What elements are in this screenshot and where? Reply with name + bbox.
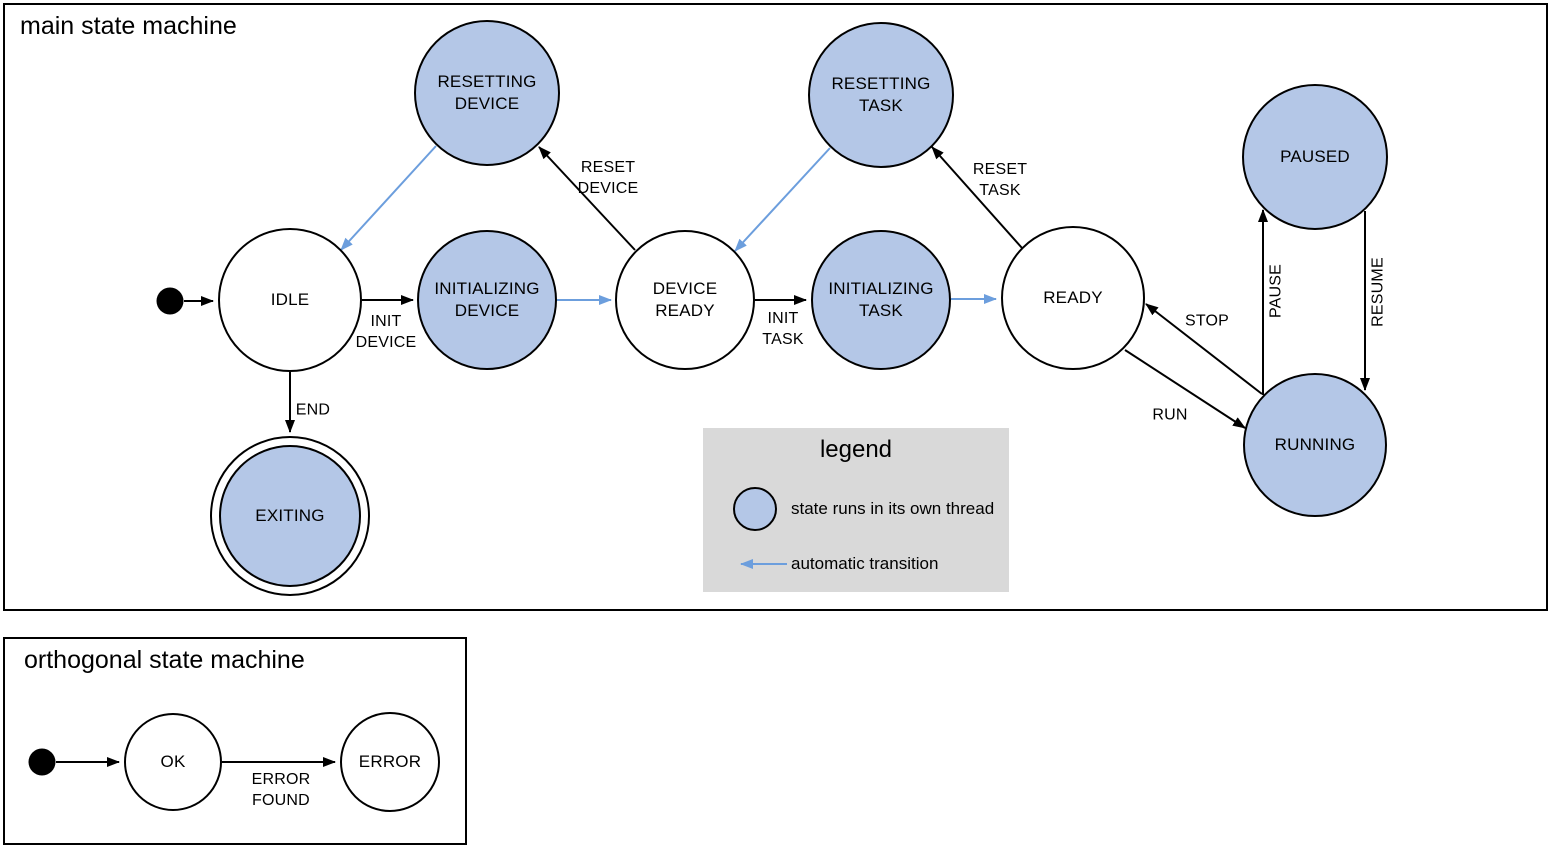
state-error: ERROR (340, 712, 440, 812)
auto-transition-arrow-icon (740, 559, 787, 569)
orthogonal-machine-title: orthogonal state machine (24, 646, 305, 674)
legend-box: legend state runs in its own thread auto… (703, 428, 1009, 592)
legend-title: legend (819, 436, 893, 463)
state-exiting-label: EXITING (255, 505, 325, 525)
label-end: END (295, 401, 331, 419)
label-resume: RESUME (1369, 257, 1387, 327)
state-device-ready-label: DEVICE READY (652, 278, 718, 320)
label-init-task: INIT TASK (762, 310, 804, 348)
state-error-label: ERROR (358, 751, 422, 771)
legend-threaded-state-label: state runs in its own thread (791, 499, 995, 518)
state-paused-label: PAUSED (1280, 146, 1350, 166)
orthogonal-state-machine-panel (3, 637, 467, 845)
label-reset-task: RESET TASK (972, 161, 1028, 199)
state-resetting-device-label: RESETTING DEVICE (437, 71, 537, 113)
state-paused: PAUSED (1242, 84, 1388, 230)
state-initializing-device: INITIALIZING DEVICE (417, 230, 557, 370)
state-idle: IDLE (218, 228, 362, 372)
label-stop: STOP (1184, 312, 1230, 330)
state-exiting-outer-ring: EXITING (210, 436, 370, 596)
main-machine-title: main state machine (20, 12, 237, 40)
state-resetting-task-label: RESETTING TASK (831, 73, 931, 115)
legend-auto-transition-label: automatic transition (791, 554, 939, 573)
state-running: RUNNING (1243, 373, 1387, 517)
state-initializing-task-label: INITIALIZING TASK (828, 278, 934, 320)
state-ok-label: OK (160, 751, 186, 771)
state-initializing-task: INITIALIZING TASK (811, 230, 951, 370)
state-resetting-device: RESETTING DEVICE (414, 20, 560, 166)
label-reset-device: RESET DEVICE (577, 159, 639, 197)
state-initializing-device-label: INITIALIZING DEVICE (434, 278, 540, 320)
state-ready-label: READY (1043, 287, 1103, 307)
label-pause: PAUSE (1267, 263, 1285, 319)
threaded-state-icon (733, 487, 777, 531)
main-state-machine-panel (3, 3, 1548, 611)
label-init-device: INIT DEVICE (355, 313, 417, 351)
state-idle-label: IDLE (270, 289, 310, 309)
label-error-found: ERROR FOUND (251, 771, 311, 809)
state-ready: READY (1001, 226, 1145, 370)
state-device-ready: DEVICE READY (615, 230, 755, 370)
state-ok: OK (124, 713, 222, 811)
state-exiting: EXITING (219, 445, 361, 587)
state-resetting-task: RESETTING TASK (808, 22, 954, 168)
label-run: RUN (1152, 406, 1188, 424)
state-running-label: RUNNING (1274, 434, 1356, 454)
